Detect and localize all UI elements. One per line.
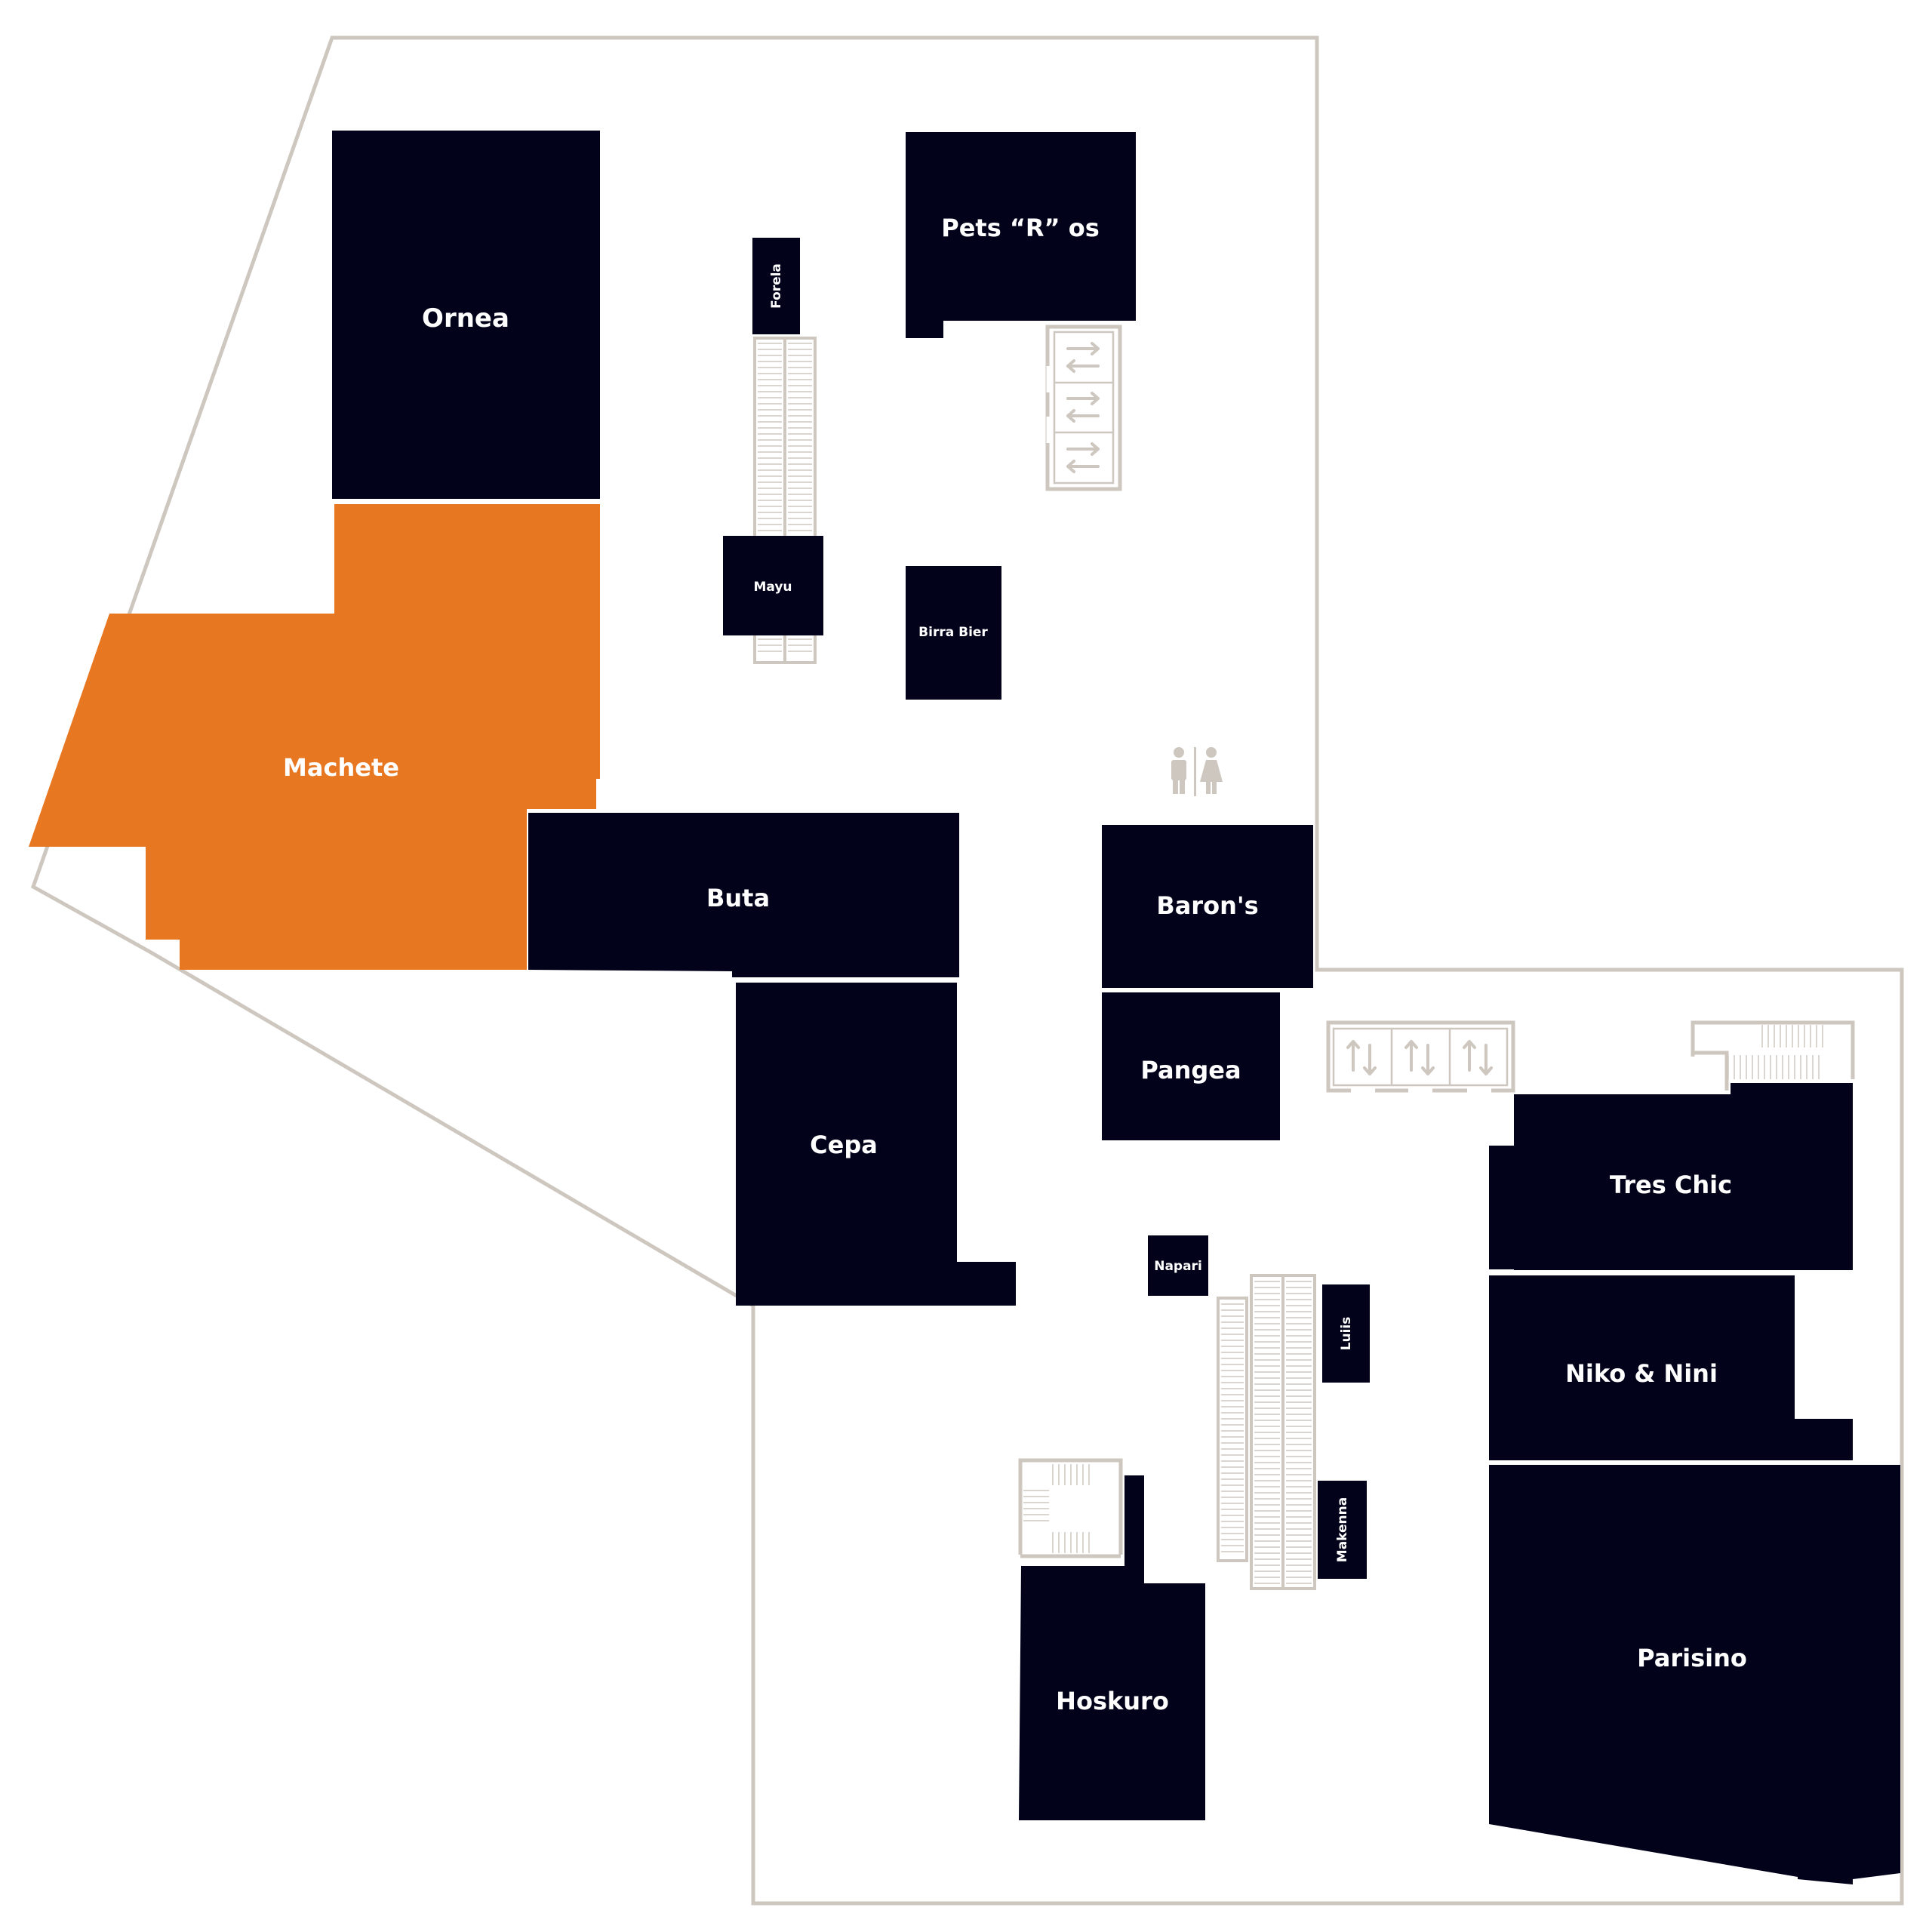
store-label: Luiis (1339, 1317, 1354, 1351)
store-parisino[interactable]: Parisino (1489, 1465, 1900, 1884)
store-label: Parisino (1637, 1644, 1747, 1672)
store-barons[interactable]: Baron's (1102, 825, 1313, 988)
store-label: Ornea (422, 303, 509, 334)
elevators-top (1045, 325, 1122, 491)
store-label: Pangea (1140, 1056, 1241, 1084)
store-label: Hoskuro (1056, 1687, 1169, 1715)
store-label: Tres Chic (1610, 1171, 1732, 1199)
floor-outline (30, 35, 1904, 1906)
escalator-icon (1217, 1297, 1248, 1562)
store-napari[interactable]: Napari (1148, 1235, 1208, 1296)
store-forela[interactable]: Forela (752, 238, 800, 334)
elevator-arrows-icon (1346, 1040, 1493, 1075)
store-pangea[interactable]: Pangea (1102, 992, 1280, 1140)
store-hoskuro[interactable]: Hoskuro (1019, 1475, 1205, 1820)
store-ornea[interactable]: Ornea (332, 131, 600, 499)
store-label: Baron's (1156, 891, 1258, 920)
stairs-right (1691, 1020, 1855, 1091)
store-niko-nini[interactable]: Niko & Nini (1489, 1275, 1853, 1460)
store-label: Buta (706, 884, 770, 912)
elevators-bottom (1326, 1020, 1515, 1094)
store-buta[interactable]: Buta (528, 813, 959, 977)
stairs-left (1018, 1458, 1123, 1558)
store-label: Machete (283, 753, 399, 782)
store-label: Napari (1154, 1259, 1202, 1274)
escalator-lower (1217, 1274, 1316, 1590)
store-label: Niko & Nini (1565, 1359, 1718, 1388)
store-label: Cepa (810, 1131, 878, 1159)
store-label: Mayu (753, 580, 792, 595)
store-luiis[interactable]: Luiis (1322, 1284, 1370, 1383)
store-cepa[interactable]: Cepa (736, 983, 1016, 1306)
store-birra-bier[interactable]: Birra Bier (906, 566, 1001, 700)
store-label: Makenna (1335, 1497, 1350, 1562)
store-label: Birra Bier (918, 625, 988, 640)
restroom-icon (1171, 747, 1223, 796)
store-machete[interactable]: Machete (29, 504, 600, 970)
stairs-icon (1691, 1020, 1855, 1079)
store-label: Pets “R” os (941, 214, 1100, 242)
elevator-arrows-icon (1066, 342, 1100, 473)
store-mayu[interactable]: Mayu (723, 536, 823, 635)
store-pets-r-os[interactable]: Pets “R” os (906, 132, 1136, 338)
store-makenna[interactable]: Makenna (1318, 1481, 1367, 1579)
store-label: Forela (769, 263, 784, 309)
store-tres-chic[interactable]: Tres Chic (1489, 1083, 1853, 1270)
stairs-icon (1018, 1458, 1123, 1555)
